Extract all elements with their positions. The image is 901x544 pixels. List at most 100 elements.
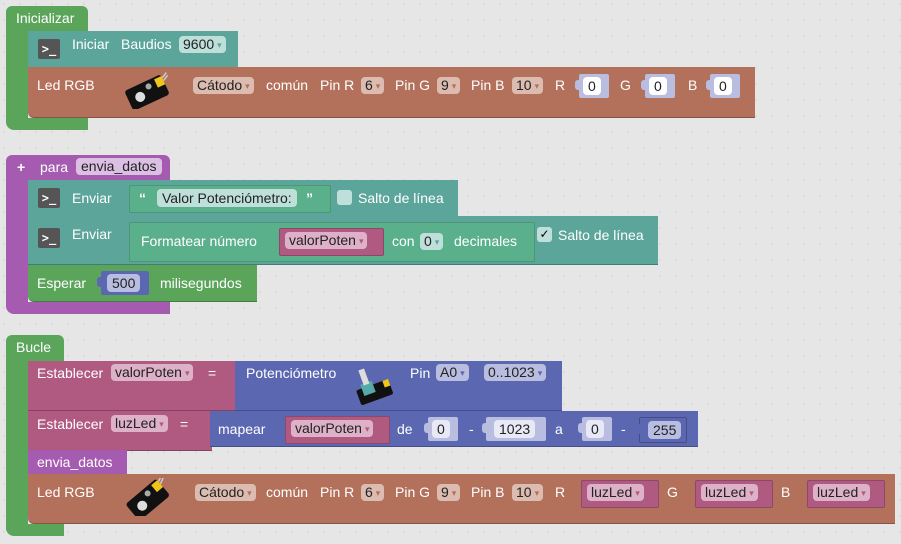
terminal-icon: >_ [38, 39, 60, 59]
pin-r-value: 6 [365, 77, 373, 93]
g-variable-value: luzLed [705, 484, 747, 500]
to-low-block[interactable]: 0 [578, 417, 612, 441]
chevron-down-icon: ▾ [245, 81, 250, 91]
variable-dropdown[interactable]: valorPoten▾ [285, 232, 368, 249]
dash-label: - [621, 421, 626, 437]
decimals-dropdown[interactable]: 0▾ [420, 233, 444, 250]
to-high-input[interactable]: 255 [648, 421, 682, 439]
format-number-block[interactable]: Formatear número valorPoten▾ con 0▾ deci… [129, 222, 535, 262]
pin-label: Pin [410, 365, 431, 381]
set-luzLed-block[interactable]: Establecer luzLed▾ = [28, 411, 212, 451]
de-label: de [397, 421, 413, 437]
serial-print-text-block[interactable]: >_ Enviar “ Valor Potenciómetro: ” Salto… [28, 180, 458, 217]
r-variable-dropdown[interactable]: luzLed▾ [587, 484, 644, 501]
g-number-input[interactable]: 0 [649, 77, 667, 95]
format-number-label: Formatear número [141, 233, 257, 249]
led-rgb-module-icon [126, 478, 169, 516]
analog-pin-dropdown[interactable]: A0▾ [436, 364, 469, 381]
b-label: B [781, 484, 791, 500]
variable-value: valorPoten [295, 420, 362, 436]
chevron-down-icon: ▾ [364, 424, 370, 434]
mutator-plus-icon[interactable]: + [17, 159, 26, 175]
baudios-label: Baudios [121, 36, 172, 52]
variable-value: valorPoten [289, 232, 356, 248]
bucle-title: Bucle [16, 339, 52, 355]
r-variable-block[interactable]: luzLed▾ [581, 480, 659, 508]
b-label: B [688, 77, 698, 93]
chevron-down-icon: ▾ [460, 368, 465, 378]
function-name-field[interactable]: envia_datos [76, 158, 162, 175]
b-number-block[interactable]: 0 [706, 74, 740, 98]
newline-checkbox-checked[interactable]: ✓ [537, 227, 552, 242]
variable-block[interactable]: valorPoten▾ [285, 416, 390, 444]
led-rgb-block[interactable]: Led RGB Cátodo▾ común Pin R 6▾ Pin G 9▾ … [28, 67, 755, 118]
g-variable-block[interactable]: luzLed▾ [695, 480, 773, 508]
led-type-dropdown[interactable]: Cátodo▾ [195, 484, 256, 501]
g-variable-dropdown[interactable]: luzLed▾ [701, 484, 758, 501]
esperar-label: Esperar [37, 275, 87, 291]
set-valorPoten-block[interactable]: Establecer valorPoten▾ = [28, 361, 236, 411]
pin-b-label: Pin B [471, 77, 505, 93]
b-variable-block[interactable]: luzLed▾ [807, 480, 885, 508]
b-number-input[interactable]: 0 [714, 77, 732, 95]
baud-dropdown[interactable]: 9600▾ [179, 36, 226, 53]
baud-value: 9600 [183, 36, 215, 52]
newline-checkbox[interactable] [337, 190, 352, 205]
pin-g-value: 9 [441, 484, 449, 500]
set-variable-dropdown[interactable]: luzLed▾ [111, 415, 168, 432]
pin-r-dropdown[interactable]: 6▾ [361, 77, 385, 94]
pin-r-value: 6 [365, 484, 373, 500]
serial-begin-block[interactable]: >_ Iniciar Baudios 9600▾ [28, 31, 238, 68]
delay-number-input[interactable]: 500 [107, 274, 141, 292]
led-type-value: Cátodo [199, 484, 245, 500]
delay-number-block[interactable]: 500 [97, 271, 149, 295]
para-label: para [40, 159, 69, 175]
inicializar-footer [6, 118, 88, 130]
chevron-down-icon: ▾ [358, 236, 364, 246]
delay-block[interactable]: Esperar 500 milisegundos [28, 265, 257, 302]
r-number-input[interactable]: 0 [583, 77, 601, 95]
led-rgb-block[interactable]: Led RGB Cátodo▾ común Pin R 6▾ Pin G 9▾ … [28, 474, 895, 524]
pin-r-dropdown[interactable]: 6▾ [361, 484, 385, 501]
g-number-block[interactable]: 0 [641, 74, 675, 98]
chevron-down-icon: ▾ [375, 488, 381, 498]
chevron-down-icon: ▾ [375, 81, 381, 91]
pin-b-dropdown[interactable]: 10▾ [512, 484, 544, 501]
b-variable-dropdown[interactable]: luzLed▾ [813, 484, 870, 501]
led-type-dropdown[interactable]: Cátodo▾ [193, 77, 254, 94]
variable-dropdown[interactable]: valorPoten▾ [291, 420, 374, 437]
enviar-label: Enviar [72, 190, 112, 206]
call-envia-datos-block[interactable]: envia_datos [28, 450, 127, 475]
text-input[interactable]: Valor Potenciómetro: [157, 189, 297, 207]
potentiometer-block[interactable]: Potenciómetro Pin A0▾ 0..1023▾ [235, 361, 562, 411]
serial-print-number-block[interactable]: >_ Enviar Formatear número valorPoten▾ c… [28, 216, 658, 265]
to-low-input[interactable]: 0 [586, 420, 604, 438]
iniciar-label: Iniciar [72, 36, 110, 52]
r-number-block[interactable]: 0 [575, 74, 609, 98]
range-dropdown[interactable]: 0..1023▾ [484, 364, 547, 381]
pin-g-dropdown[interactable]: 9▾ [437, 77, 461, 94]
pin-g-label: Pin G [395, 484, 431, 500]
pin-b-dropdown[interactable]: 10▾ [512, 77, 544, 94]
inicializar-header[interactable] [6, 6, 88, 32]
establecer-label: Establecer [37, 416, 104, 432]
map-block[interactable]: mapear valorPoten▾ de 0 - 1023 a 0 - 255 [210, 411, 698, 447]
comun-label: común [266, 484, 309, 500]
from-high-input[interactable]: 1023 [494, 420, 536, 438]
g-label: G [620, 77, 631, 93]
a-label: a [555, 421, 563, 437]
establecer-label: Establecer [37, 365, 104, 381]
from-high-block[interactable]: 1023 [482, 417, 546, 441]
bucle-header[interactable] [6, 335, 64, 361]
pin-g-dropdown[interactable]: 9▾ [437, 484, 461, 501]
set-variable-value: valorPoten [115, 364, 182, 380]
text-block[interactable]: “ Valor Potenciómetro: ” [129, 185, 331, 213]
from-low-input[interactable]: 0 [432, 420, 450, 438]
g-label: G [667, 484, 678, 500]
variable-block[interactable]: valorPoten▾ [279, 228, 384, 256]
set-variable-dropdown[interactable]: valorPoten▾ [111, 364, 194, 381]
range-value: 0..1023 [488, 364, 535, 380]
close-quote-icon: ” [306, 190, 313, 206]
from-low-block[interactable]: 0 [424, 417, 458, 441]
to-high-block[interactable]: 255 [636, 417, 687, 443]
